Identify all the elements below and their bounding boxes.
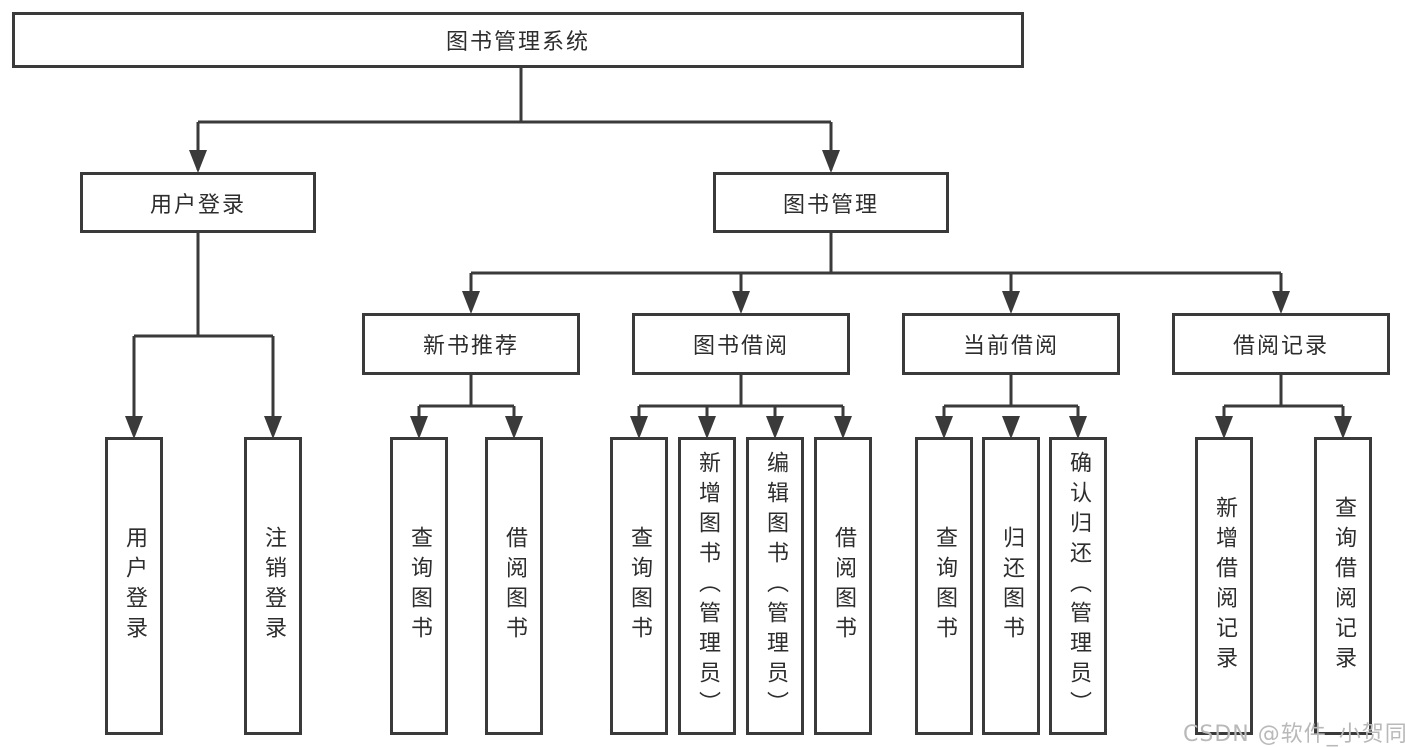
node-borrowing-records: 借阅记录: [1172, 313, 1390, 375]
leaf-borrow-books-2-label: 借阅图书: [831, 526, 856, 646]
node-book-borrowing-label: 图书借阅: [692, 334, 789, 359]
leaf-query-books-1: 查询图书: [390, 437, 448, 735]
node-new-book-recommend-label: 新书推荐: [422, 334, 519, 359]
leaf-user-login-label: 用户登录: [122, 526, 147, 646]
node-root-label: 图书管理系统: [445, 30, 590, 55]
leaf-add-books-admin-label: 新增图书（管理员）: [695, 451, 720, 721]
node-book-borrowing: 图书借阅: [632, 313, 850, 375]
node-book-management-label: 图书管理: [782, 192, 879, 218]
leaf-confirm-return-admin: 确认归还（管理员）: [1049, 437, 1107, 735]
node-new-book-recommend: 新书推荐: [362, 313, 580, 375]
node-current-borrowing: 当前借阅: [902, 313, 1120, 375]
leaf-query-borrow-record-label: 查询借阅记录: [1331, 496, 1356, 676]
leaf-borrow-books-1: 借阅图书: [485, 437, 543, 735]
leaf-add-borrow-record-label: 新增借阅记录: [1212, 496, 1237, 676]
node-borrowing-records-label: 借阅记录: [1232, 334, 1329, 359]
leaf-user-login: 用户登录: [105, 437, 163, 735]
leaf-return-books: 归还图书: [982, 437, 1040, 735]
leaf-query-books-3-label: 查询图书: [932, 526, 957, 646]
leaf-query-books-2: 查询图书: [610, 437, 668, 735]
node-user-login: 用户登录: [80, 172, 316, 233]
leaf-return-books-label: 归还图书: [999, 526, 1024, 646]
node-root: 图书管理系统: [12, 12, 1024, 68]
leaf-borrow-books-2: 借阅图书: [814, 437, 872, 735]
node-current-borrowing-label: 当前借阅: [962, 334, 1059, 359]
leaf-query-books-1-label: 查询图书: [407, 526, 432, 646]
csdn-watermark: CSDN @软件_小贺同学: [1183, 722, 1405, 747]
leaf-borrow-books-1-label: 借阅图书: [502, 526, 527, 646]
connector-paths: [132, 68, 1345, 434]
leaf-edit-books-admin: 编辑图书（管理员）: [746, 437, 804, 735]
leaf-query-books-3: 查询图书: [915, 437, 973, 735]
node-book-management: 图书管理: [713, 172, 949, 233]
leaf-confirm-return-admin-label: 确认归还（管理员）: [1066, 451, 1091, 721]
leaf-edit-books-admin-label: 编辑图书（管理员）: [763, 451, 788, 721]
leaf-query-books-2-label: 查询图书: [627, 526, 652, 646]
leaf-query-borrow-record: 查询借阅记录: [1314, 437, 1372, 735]
leaf-add-books-admin: 新增图书（管理员）: [678, 437, 736, 735]
leaf-add-borrow-record: 新增借阅记录: [1195, 437, 1253, 735]
node-user-login-label: 用户登录: [149, 192, 246, 218]
leaf-logout-login: 注销登录: [244, 437, 302, 735]
leaf-logout-login-label: 注销登录: [261, 526, 286, 646]
